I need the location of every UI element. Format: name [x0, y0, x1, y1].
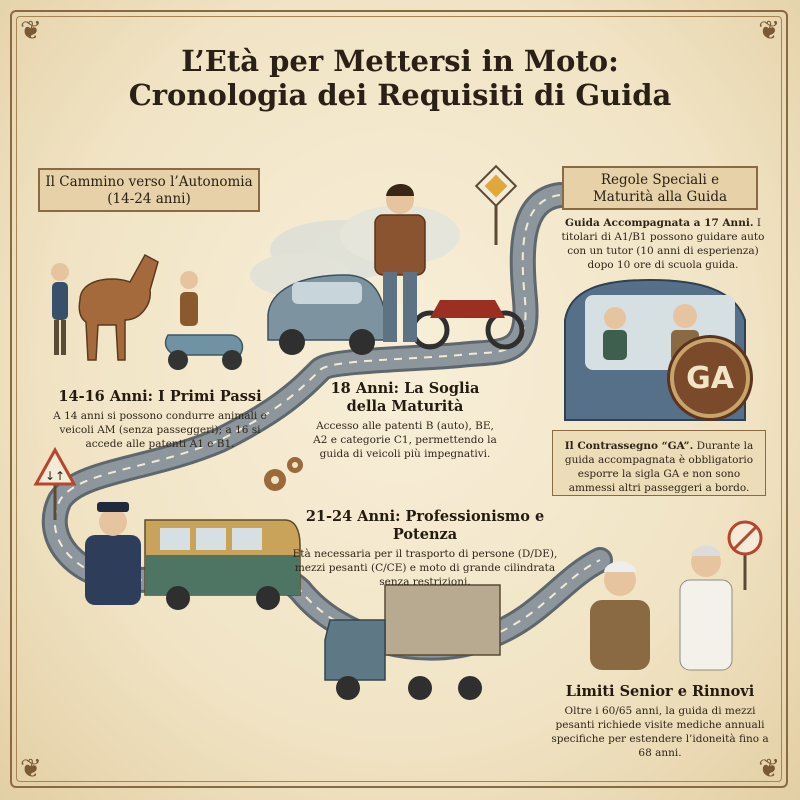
banner-left-line-1: Il Cammino verso l’Autonomia: [45, 174, 253, 190]
accompanied-driving-body: I titolari di A1/B1 possono guidare auto…: [561, 217, 765, 271]
page-title-line-2: Cronologia dei Requisiti di Guida: [128, 78, 672, 112]
section-maturity-body: Accesso alle patenti B (auto), BE, A2 e …: [313, 420, 497, 460]
section-senior-heading: Limiti Senior e Rinnovi: [565, 683, 755, 700]
corner-ornament-bottom-right: ❦: [758, 754, 780, 784]
ga-badge-label: GA: [686, 360, 734, 396]
senior-driver-figure: [590, 561, 650, 670]
banner-right: Regole Speciali e Maturità alla Guida: [562, 166, 758, 210]
ga-note-body: Durante la guida accompagnata è obbligat…: [564, 440, 754, 494]
section-professional-heading: 21-24 Anni: Professionismo e Potenza: [305, 508, 545, 543]
svg-text:↓↑: ↓↑: [45, 469, 65, 483]
two-way-traffic-sign-icon: ↓↑: [33, 446, 77, 520]
gear-icon: [264, 457, 303, 491]
ga-badge-icon: GA: [670, 338, 750, 418]
section-senior: Limiti Senior e Rinnovi Oltre i 60/65 an…: [550, 683, 770, 760]
ga-note-scroll: Il Contrassegno “GA”. Durante la guida a…: [552, 430, 766, 496]
section-maturity: 18 Anni: La Soglia della Maturità Access…: [310, 380, 500, 461]
inner-frame: [16, 16, 782, 782]
banner-left-line-2: (14-24 anni): [107, 191, 191, 207]
priority-road-sign-icon: [474, 164, 518, 245]
truck-icon: [324, 584, 501, 700]
banner-right-line-2: Maturità alla Guida: [592, 189, 728, 205]
section-maturity-heading-1: 18 Anni: La Soglia: [330, 380, 480, 397]
young-man-figure: [374, 184, 426, 342]
corner-ornament-bottom-left: ❦: [20, 754, 42, 784]
accompanied-driving-paragraph: Guida Accompagnata a 17 Anni. I titolari…: [556, 216, 770, 272]
section-maturity-heading-2: della Maturità: [346, 398, 464, 415]
banner-right-line-1: Regole Speciali e: [600, 172, 720, 188]
section-first-steps: 14-16 Anni: I Primi Passi A 14 anni si p…: [40, 388, 280, 451]
no-overtaking-sign-icon: [727, 520, 763, 590]
outer-frame: [10, 10, 788, 788]
accompanied-driving-heading: Guida Accompagnata a 17 Anni.: [565, 217, 754, 229]
section-first-steps-heading: 14-16 Anni: I Primi Passi: [58, 388, 262, 405]
section-senior-body: Oltre i 60/65 anni, la guida di mezzi pe…: [551, 705, 769, 759]
ga-note-heading: Il Contrassegno “GA”.: [564, 440, 694, 452]
corner-ornament-top-right: ❦: [758, 16, 780, 46]
bus-icon: [144, 519, 301, 610]
horse-icon: [51, 253, 159, 361]
scooter-icon: [164, 271, 244, 370]
accompanied-driving-text: Guida Accompagnata a 17 Anni. I titolari…: [556, 216, 770, 272]
motorcycle-icon: [410, 300, 525, 350]
page-title-line-1: L’Età per Mettersi in Moto:: [181, 44, 619, 78]
corner-ornament-top-left: ❦: [20, 16, 42, 46]
bus-driver-figure: [85, 502, 141, 605]
section-professional-body: Età necessaria per il trasporto di perso…: [292, 548, 558, 588]
banner-left: Il Cammino verso l’Autonomia (14-24 anni…: [38, 168, 260, 212]
section-first-steps-body: A 14 anni si possono condurre animali e …: [53, 410, 267, 450]
doctor-figure: [679, 545, 733, 671]
section-professional: 21-24 Anni: Professionismo e Potenza Età…: [280, 508, 570, 589]
